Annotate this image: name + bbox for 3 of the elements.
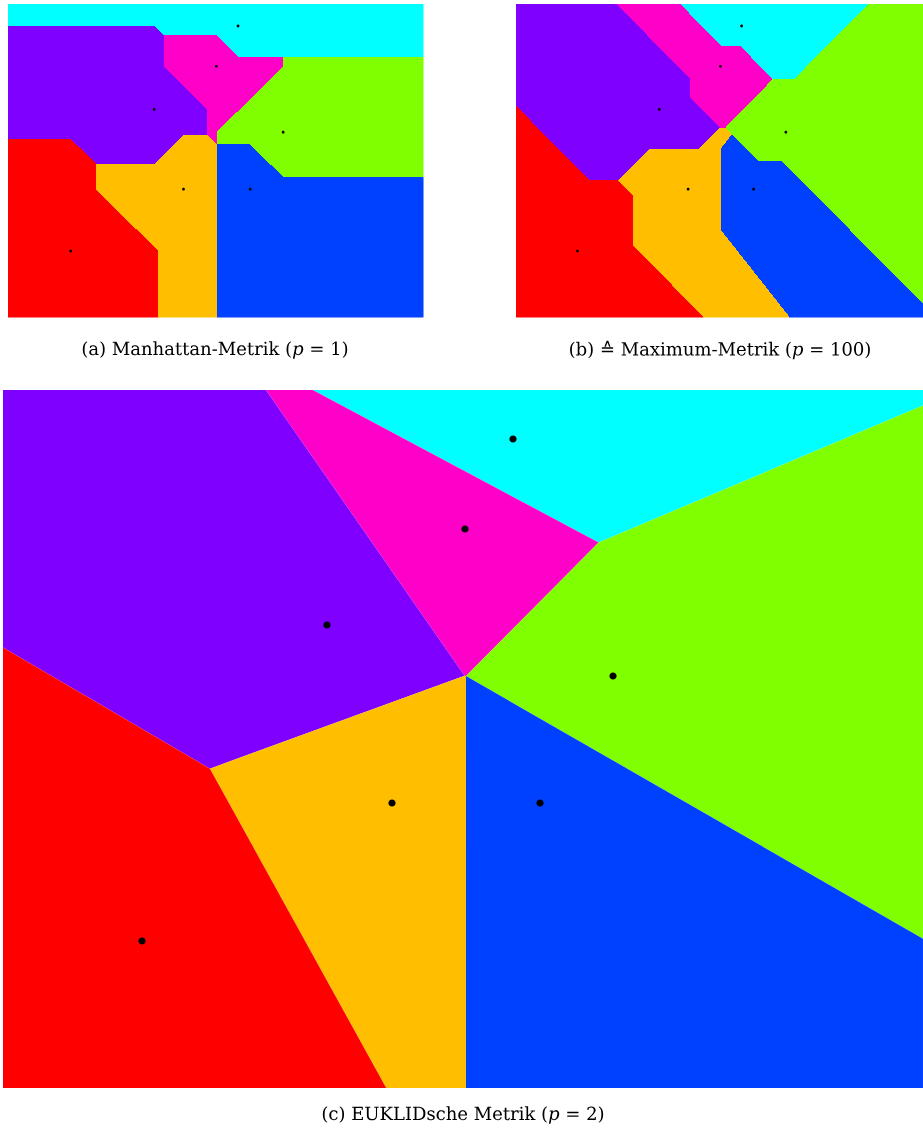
caption: (a) Manhattan-Metrik (p = 1) bbox=[82, 341, 348, 359]
caption: (c) EUKLIDsche Metrik (p = 2) bbox=[322, 1106, 604, 1124]
caption: (b) ≙ Maximum-Metrik (p = 100) bbox=[570, 340, 870, 360]
